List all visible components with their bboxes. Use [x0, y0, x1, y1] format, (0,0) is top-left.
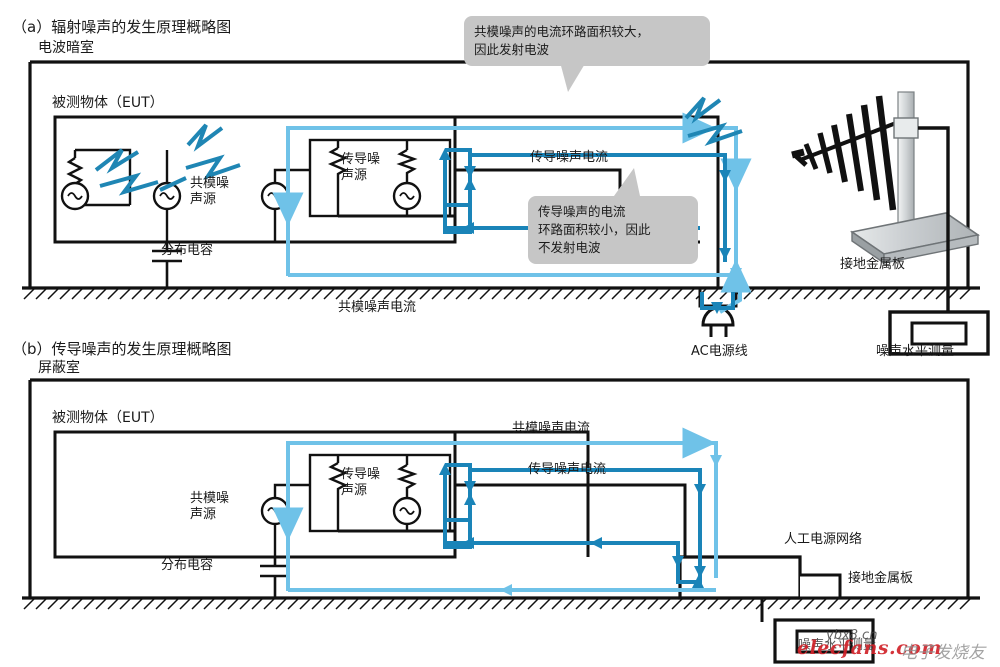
figure-b-ground-plane-label: 接地金属板	[848, 571, 914, 586]
ground-plane-a	[22, 286, 980, 300]
callout-common-mode-radiates: 共模噪声的电流环路面积较大， 因此发射电波	[464, 16, 710, 67]
figure-a-eut-label: 被测物体（EUT）	[52, 95, 164, 111]
noise-measuring-receiver-a	[888, 310, 990, 356]
antenna-feed-cable-a	[918, 126, 950, 322]
figure-a-common-mode-source-label: 共模噪 声源	[190, 176, 230, 208]
figure-b-common-mode-current-label: 共模噪声电流	[512, 421, 591, 436]
antenna-mast	[897, 91, 915, 228]
figure-b-common-mode-source-label: 共模噪 声源	[190, 491, 230, 523]
figure-b-lisn-label: 人工电源网络	[784, 532, 863, 547]
figure-b-stray-capacitance-label: 分布电容	[161, 558, 214, 573]
figure-b-title: （b）传导噪声的发生原理概略图	[12, 340, 232, 358]
lisn-ground-terminal-b	[800, 573, 842, 600]
figure-b-conducted-current-label: 传导噪声电流	[528, 462, 607, 477]
figure-a-title: （a）辐射噪声的发生原理概略图	[12, 18, 232, 36]
radiation-zigzag-a	[94, 123, 241, 196]
shielded-room-outline-b	[28, 378, 970, 598]
anechoic-chamber-outline	[28, 60, 970, 288]
figure-a-ac-power-line-label: AC电源线	[691, 344, 748, 359]
eut-box-a	[53, 115, 457, 244]
figure-a-common-mode-current-label: 共模噪声电流	[338, 300, 417, 315]
ground-plane-b	[22, 596, 980, 610]
common-mode-current-path-b	[272, 427, 718, 592]
figure-a-conducted-current-label: 传导噪声电流	[530, 150, 609, 165]
stray-capacitance-b	[260, 557, 290, 598]
lisn-current-loop-b	[676, 570, 702, 584]
figure-b-room-label: 屏蔽室	[38, 360, 80, 376]
radiation-zigzag-a2	[684, 96, 743, 147]
figure-a-stray-capacitance-label: 分布电容	[161, 243, 214, 258]
noise-measuring-receiver-b	[773, 618, 875, 664]
figure-b-conducted-source-label: 传导噪 声源	[341, 467, 381, 499]
common-mode-arrowheads-a	[282, 178, 742, 280]
common-mode-arrowheads-b	[282, 455, 722, 596]
figure-a-noise-measurement-label: 噪声水平测量	[876, 344, 955, 359]
callout-conducted-no-radiate: 传导噪声的电流 环路面积较小，因此 不发射电波	[528, 196, 698, 265]
figure-a-ground-plane-label: 接地金属板	[840, 257, 906, 272]
figure-a-room-label: 电波暗室	[38, 40, 94, 56]
eut-box-b	[53, 430, 457, 559]
conducted-wire-b	[55, 430, 687, 559]
conducted-current-path-b	[443, 463, 702, 575]
antenna-assembly-a	[791, 91, 981, 265]
antenna-clamp	[893, 117, 919, 139]
conducted-arrowheads-b	[439, 463, 706, 578]
figure-b-noise-measurement-label: 噪声水平测量	[798, 638, 877, 653]
figure-b-eut-label: 被测物体（EUT）	[52, 410, 164, 426]
figure-a-conducted-source-label: 传导噪 声源	[341, 152, 381, 184]
